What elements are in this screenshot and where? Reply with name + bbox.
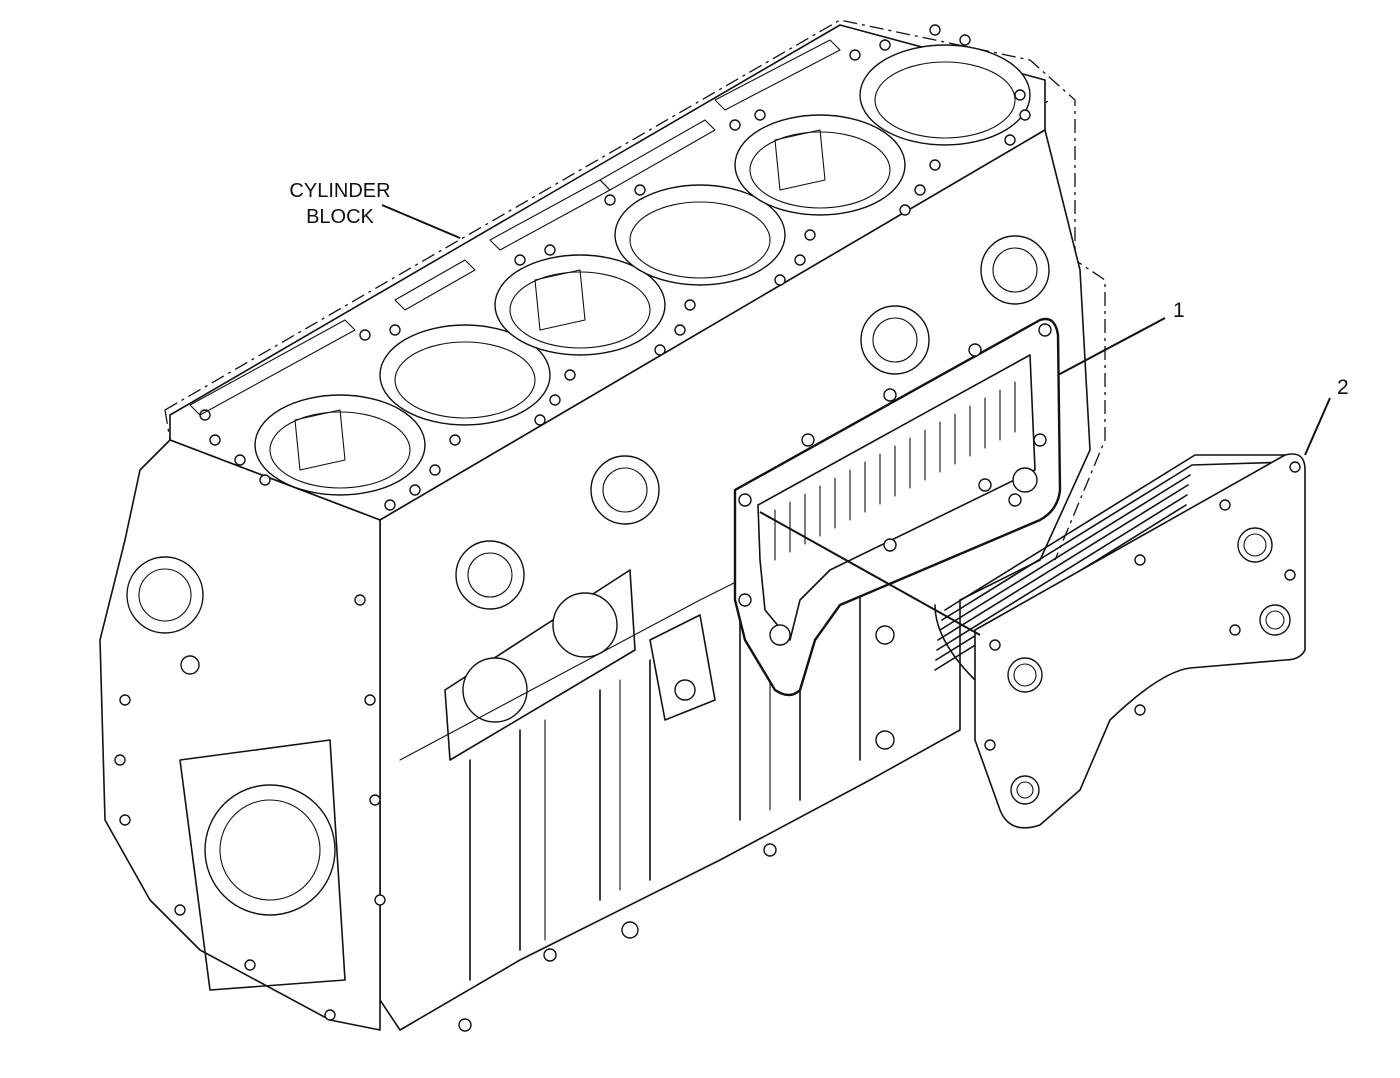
oil-cooler-bolt-holes bbox=[984, 461, 1301, 751]
gasket-inner-opening bbox=[757, 354, 1036, 641]
cylinder-bores bbox=[254, 44, 1031, 496]
callout-1: 1 bbox=[1173, 299, 1185, 322]
cylinder-bore-6 bbox=[859, 44, 1031, 146]
oil-cooler-plate bbox=[974, 453, 1306, 829]
cylinder-block-label: CYLINDER BLOCK bbox=[270, 178, 410, 230]
oil-cooler-port-2 bbox=[1237, 527, 1273, 563]
deck-slots bbox=[189, 39, 841, 416]
assembly-center-line bbox=[759, 511, 981, 636]
leader-callout-2 bbox=[1304, 397, 1331, 456]
front-features bbox=[114, 556, 386, 1021]
leader-cylinder-block bbox=[381, 204, 461, 239]
gasket-bolt-holes bbox=[738, 323, 1052, 646]
gasket bbox=[733, 317, 1062, 697]
leader-callout-1 bbox=[1057, 317, 1166, 376]
side-ports bbox=[444, 569, 636, 761]
deck-bolt-holes bbox=[199, 24, 1031, 511]
oil-cooler-port-1 bbox=[1007, 657, 1043, 693]
oil-cooler-port-3 bbox=[1259, 604, 1291, 636]
cylinder-block-label-line1: CYLINDER bbox=[289, 180, 391, 202]
cylinder-block-label-line2: BLOCK bbox=[306, 206, 374, 228]
cylinder-block-front-face bbox=[99, 439, 381, 1031]
gasket-outline bbox=[733, 317, 1062, 697]
side-bosses bbox=[455, 235, 1050, 610]
callout-2: 2 bbox=[1337, 376, 1349, 399]
oil-cooler bbox=[934, 453, 1306, 829]
leader-lines bbox=[381, 204, 1331, 636]
oil-cooler-port-4 bbox=[1010, 775, 1040, 805]
lower-bosses bbox=[458, 614, 895, 1032]
cooler-fins bbox=[774, 381, 1016, 561]
